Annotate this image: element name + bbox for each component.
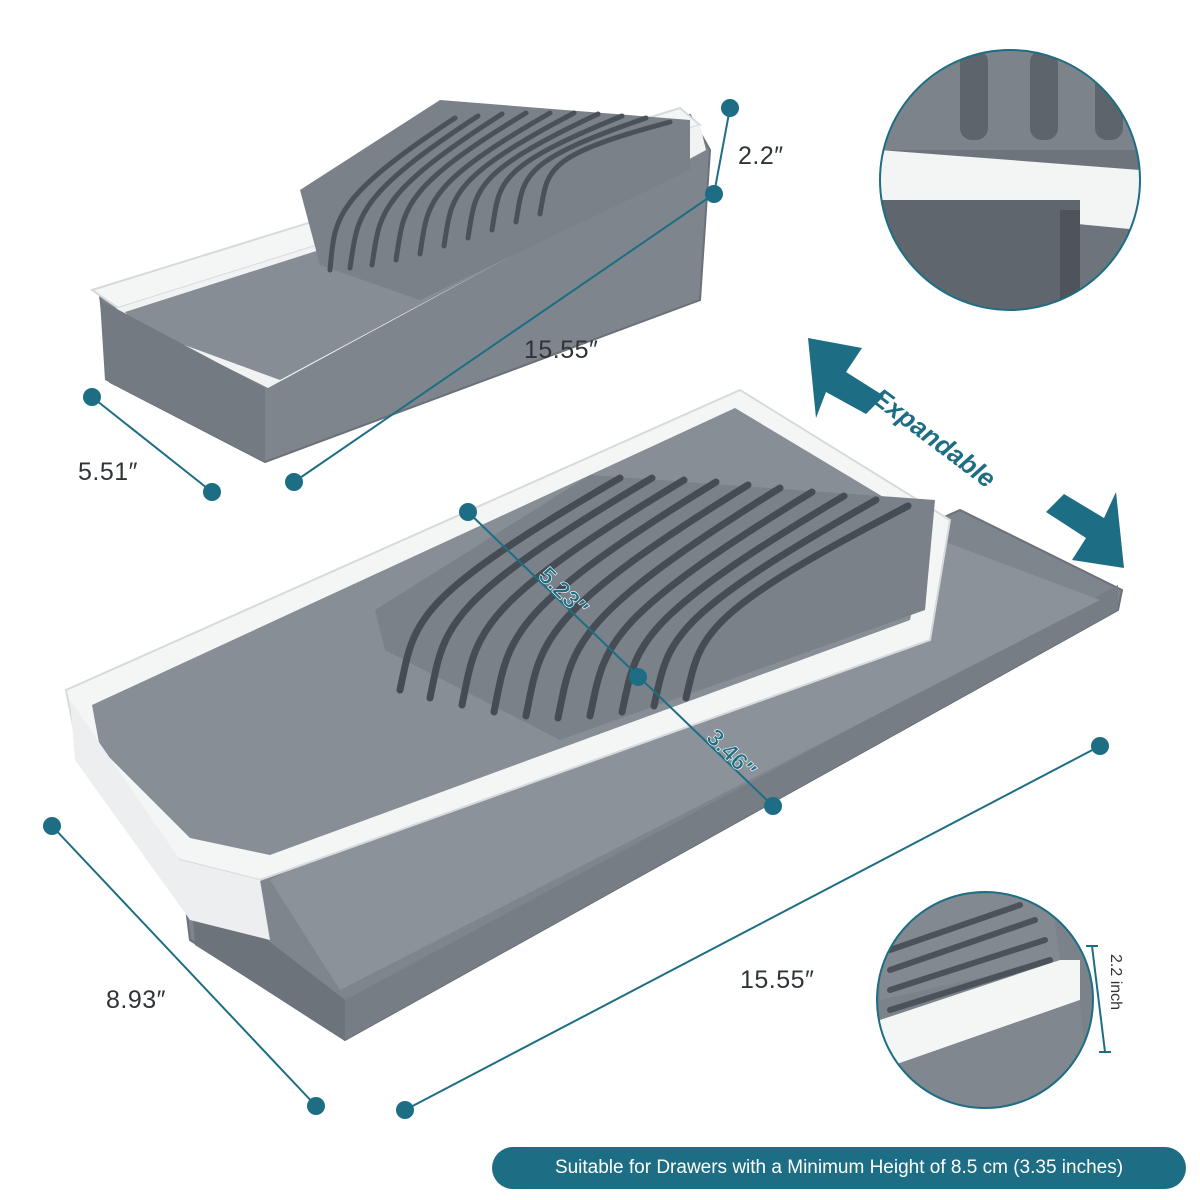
large-expandable-tray (64, 388, 1124, 1042)
small-knife-tray (89, 100, 712, 464)
detail-zoom-bottom (876, 891, 1094, 1109)
drawer-height-banner: Suitable for Drawers with a Minimum Heig… (492, 1147, 1186, 1189)
detail-zoom-top (879, 49, 1141, 311)
banner-text: Suitable for Drawers with a Minimum Heig… (554, 1157, 1124, 1178)
dimension-lines (43, 99, 1111, 1119)
detail-height-label: 2.2 inch (1107, 954, 1124, 1011)
small-length-label: 15.55″ (524, 336, 599, 364)
small-width-label: 5.51″ (78, 458, 139, 486)
expandable-arrow-icon (808, 338, 1124, 568)
large-width-label: 8.93″ (106, 986, 167, 1014)
small-height-label: 2.2″ (738, 142, 784, 170)
large-length-label: 15.55″ (740, 966, 815, 994)
